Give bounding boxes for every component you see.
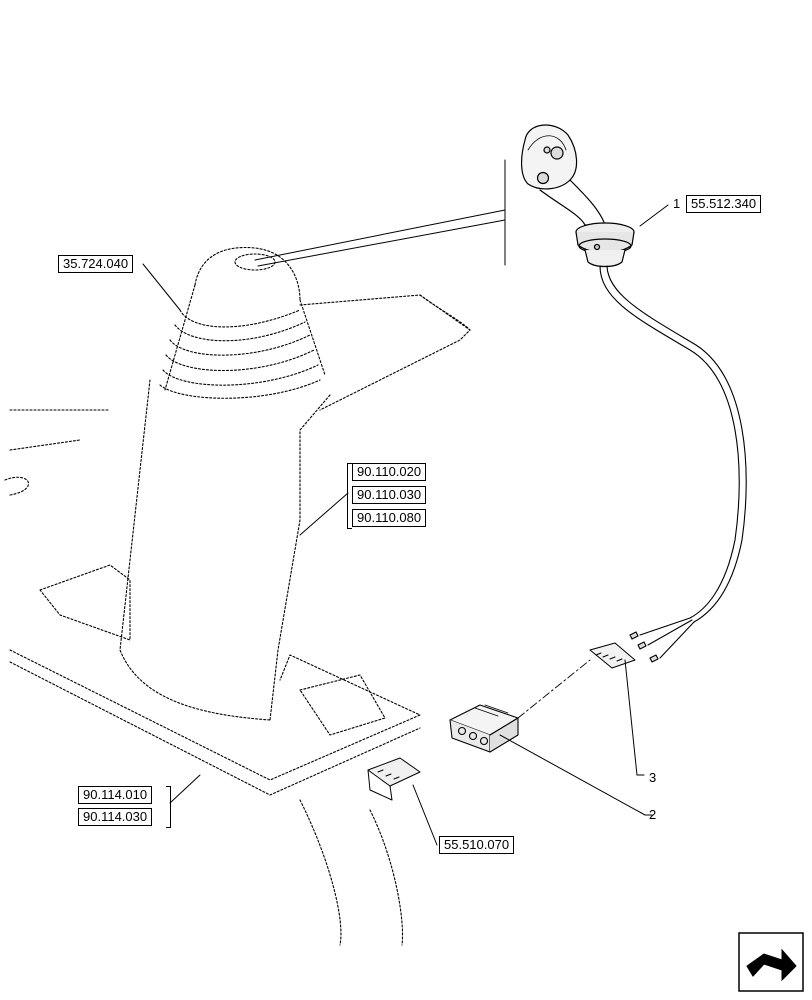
next-page-arrow-icon[interactable] [738, 932, 804, 992]
callout-3: 3 [649, 770, 657, 785]
terminal-block [589, 642, 645, 776]
next-page-arrow-icon-glyph [738, 932, 804, 992]
connector-plug [449, 659, 653, 816]
ref-90-110-080[interactable]: 90.110.080 [352, 509, 427, 527]
boot-leader [254, 159, 506, 267]
ref-90-110-030[interactable]: 90.110.030 [352, 486, 427, 504]
base-connector [367, 757, 421, 801]
callout-2: 2 [649, 807, 657, 822]
joystick-cable [599, 265, 747, 663]
ref-90-114-030[interactable]: 90.114.030 [78, 808, 153, 826]
ref-group-bracket-90-114 [166, 786, 171, 828]
joystick-handle [521, 124, 669, 268]
ref-55-512-340[interactable]: 55.512.340 [686, 195, 762, 213]
ref-90-110-020[interactable]: 90.110.020 [352, 463, 427, 481]
console-boot [4, 246, 471, 946]
ref-90-114-010[interactable]: 90.114.010 [78, 786, 153, 804]
ref-group-bracket-90-110 [347, 463, 352, 529]
callout-1: 1 [673, 196, 681, 211]
leader-lines [142, 263, 438, 846]
ref-35-724-040[interactable]: 35.724.040 [58, 255, 134, 273]
ref-55-510-070[interactable]: 55.510.070 [439, 836, 515, 854]
